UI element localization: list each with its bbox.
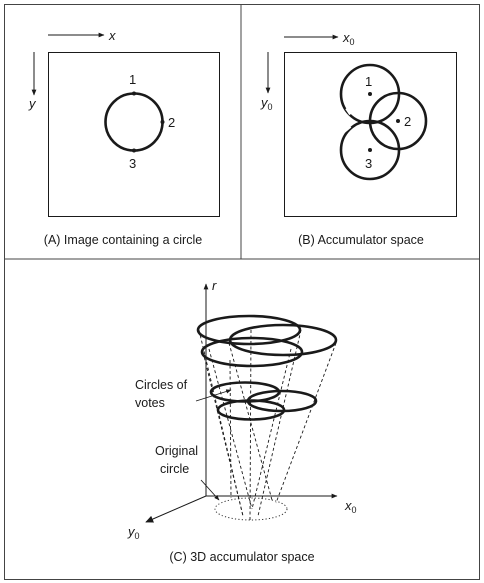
vote-ellipse-mid-3 [216,399,286,421]
panel-c: r x0 y0 Circles of votes [127,278,357,564]
y0-axis-label-3d: y0 [127,524,140,541]
y-axis-label: y [28,96,37,111]
original-annotation-arrow [200,479,220,501]
caption-a: (A) Image containing a circle [44,233,202,247]
outer-frame [4,4,480,580]
crossing-gap [342,114,352,123]
point-2-marker [160,120,165,124]
votes-annotation-line2: votes [135,396,165,410]
x-axis-label: x [108,28,116,43]
y0-axis-label: y0 [260,95,273,112]
caption-c: (C) 3D accumulator space [169,550,314,564]
crossing-gap [345,106,353,116]
y0-axis [145,495,207,523]
original-circle [214,497,288,521]
vote-ellipse-top-1 [196,314,302,346]
center-1-marker [368,92,372,96]
original-annotation-line2: circle [160,462,189,476]
crossing-gap [342,124,352,133]
cone-lines [198,329,337,521]
center-3-marker [368,148,372,152]
accumulator-frame [284,52,457,217]
point-1-marker [132,91,136,96]
r-axis-label: r [212,278,217,293]
vote-ellipse-top-3 [200,336,304,368]
point-1-label: 1 [129,72,136,87]
image-circle [104,92,164,152]
center-2-marker [396,119,400,123]
point-3-marker [132,148,136,153]
point-3-label: 3 [129,156,136,171]
original-annotation-line1: Original [155,444,198,458]
center-1-label: 1 [365,74,372,89]
center-2-label: 2 [404,114,411,129]
x0-axis-label-3d: x0 [344,498,357,515]
point-2-label: 2 [168,115,175,130]
votes-annotation-arrow [195,389,232,402]
caption-b: (B) Accumulator space [298,233,424,247]
panel-b: x0 y0 1 2 3 (B) Accumulator space [260,30,457,247]
x0-axis-label: x0 [342,30,355,47]
image-frame [48,52,220,217]
center-3-label: 3 [365,156,372,171]
vote-circle-3 [339,119,401,181]
votes-annotation-line1: Circles of [135,378,188,392]
panel-a: x y 1 2 3 (A) Image containing a circle [28,28,220,247]
